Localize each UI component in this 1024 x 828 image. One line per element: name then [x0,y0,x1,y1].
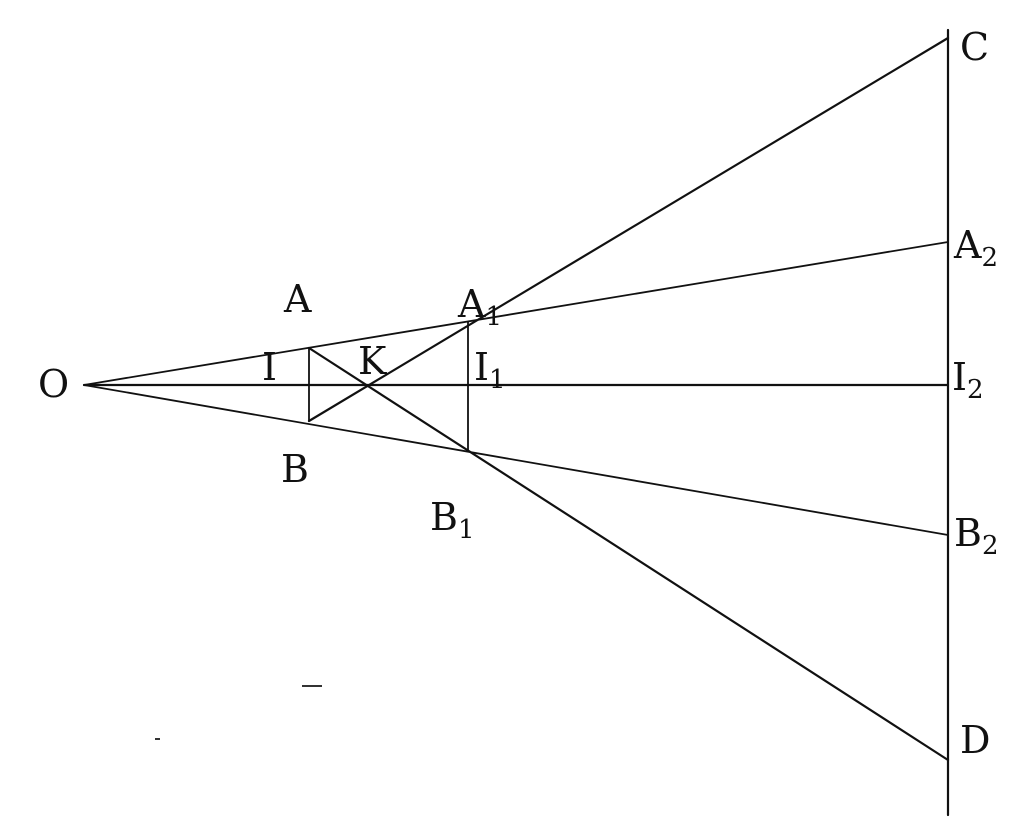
label-point-o: O [38,362,69,406]
label-point-b1: B1 [430,495,474,545]
label-point-a1: A1 [457,282,502,332]
label-point-b: B [281,447,309,491]
segment-b-c [307,36,950,423]
label-point-k: K [358,339,387,383]
segment-o-b2 [83,384,949,536]
label-point-i: I [262,345,277,389]
label-point-i1: I1 [474,345,506,395]
label-point-a: A [283,277,312,321]
label-point-a2: A2 [953,223,998,273]
label-point-d: D [960,718,990,762]
segment-a-d [307,346,950,762]
label-point-i2: I2 [952,355,984,405]
label-point-c: C [960,25,989,69]
segment-o-a2 [83,241,949,386]
label-point-b2: B2 [954,511,998,561]
